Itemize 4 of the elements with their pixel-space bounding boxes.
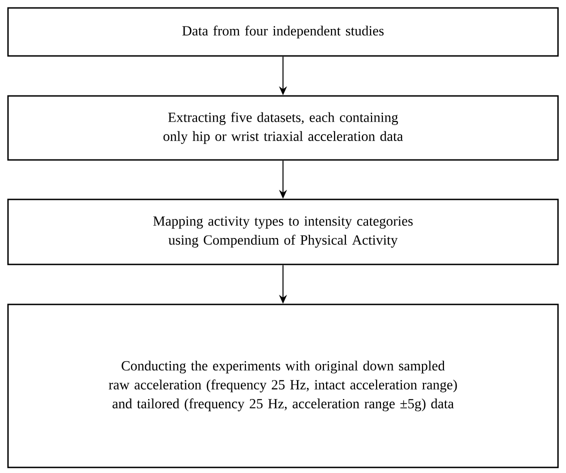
process-box: Extracting five datasets, each containing only hip or wrist triaxial acceleration data <box>7 95 559 161</box>
process-box: Mapping activity types to intensity categories using Compendium of Physical Activity <box>7 198 559 266</box>
process-box: Conducting the experiments with original down sampled raw acceleration (frequency 25 Hz, intact acceleration range) and tailored (frequency 25 Hz, acceleration range ±5g) data <box>7 304 559 468</box>
process-box: Data from four independent studies <box>7 7 559 57</box>
